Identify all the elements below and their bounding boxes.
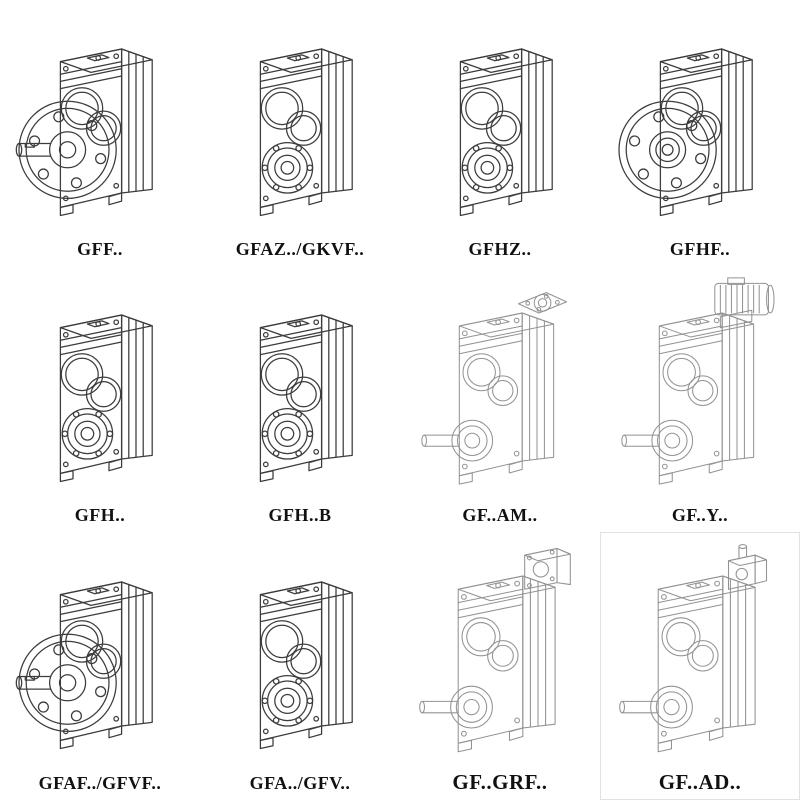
cell-gfh: GFH..: [0, 266, 200, 532]
model-label: GFHF..: [669, 239, 731, 260]
gearbox-drawing-flange-shaft: [0, 4, 200, 238]
gearbox-drawing-adapter-box: [400, 536, 600, 769]
gearbox-drawing-flange-hollow: [600, 4, 800, 238]
model-label: GF..GRF..: [452, 769, 548, 794]
model-label: GF..AD..: [658, 769, 742, 794]
model-label: GF..AM..: [462, 505, 538, 526]
cell-gfhz: GFHZ..: [400, 0, 600, 266]
gearbox-drawing-motor: [600, 270, 800, 504]
model-label: GFF..: [77, 239, 123, 260]
gearbox-drawing-hollow: [200, 536, 400, 772]
gearbox-drawing-hollow-backstop: [200, 270, 400, 504]
cell-gff: GFF..: [0, 0, 200, 266]
model-label: GFAF../GFVF..: [38, 773, 162, 794]
gearbox-drawing-hollow: [0, 270, 200, 504]
gearbox-drawing-input-adapter: [600, 536, 800, 769]
model-label: GFHZ..: [468, 239, 532, 260]
gearbox-drawing-hollow-shrink: [400, 4, 600, 238]
cell-gfhf: GFHF..: [600, 0, 800, 266]
cell-gf-grf: GF..GRF..: [400, 532, 600, 800]
model-label: GF..Y..: [671, 505, 729, 526]
model-label: GFAZ../GKVF..: [235, 239, 365, 260]
cell-gfa-gfv: GFA../GFV..: [200, 532, 400, 800]
cell-gfaf-gfvf: GFAF../GFVF..: [0, 532, 200, 800]
model-label: GFA../GFV..: [249, 773, 351, 794]
cell-gfaz-gkvf: GFAZ../GKVF..: [200, 0, 400, 266]
gearbox-drawing-flange-shaft: [0, 536, 200, 772]
cell-gfh-b: GFH..B: [200, 266, 400, 532]
cell-gf-am: GF..AM..: [400, 266, 600, 532]
model-label: GFH..: [74, 505, 126, 526]
model-label: GFH..B: [268, 505, 332, 526]
cell-gf-y: GF..Y..: [600, 266, 800, 532]
cell-gf-ad: GF..AD..: [600, 532, 800, 800]
gearbox-drawing-iec-adapter: [400, 270, 600, 504]
gearbox-drawing-hollow: [200, 4, 400, 238]
